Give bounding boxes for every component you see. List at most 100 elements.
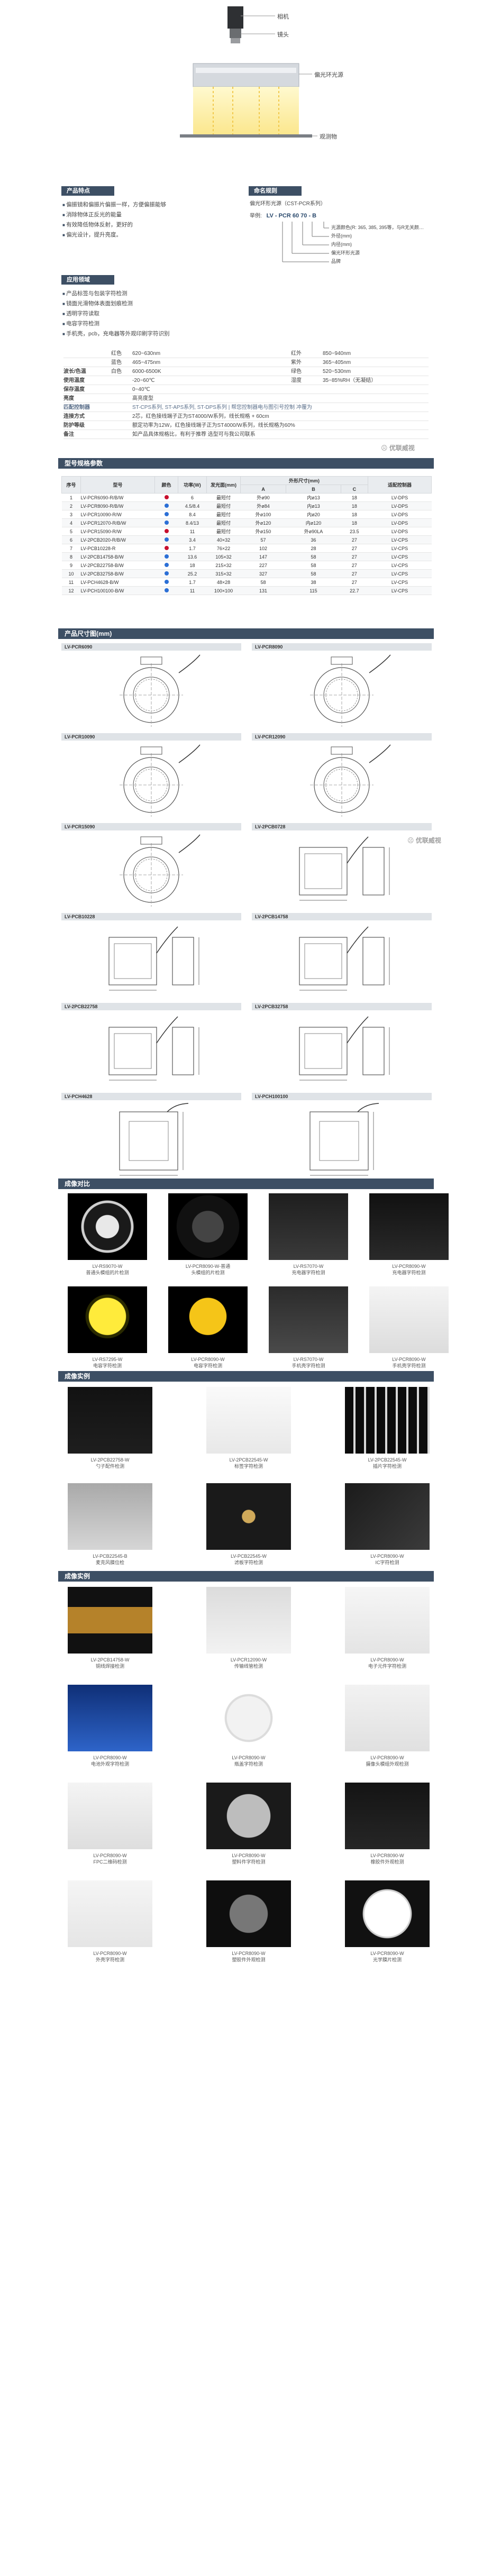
dim-drawing (108, 926, 199, 991)
ring-light (193, 63, 299, 87)
spec-cell: -20~60℃ (132, 378, 155, 383)
table-cell: 外ø90 (240, 493, 286, 502)
spec-cell: 连接方式 (63, 414, 85, 419)
col-header: 型号 (80, 476, 155, 494)
caption-line: 电池外观字符检测 (90, 1761, 129, 1767)
table-cell: 100×100 (206, 586, 241, 595)
table-cell: LV-CPS (368, 535, 432, 544)
col-header: 颜色 (154, 476, 178, 494)
table-cell: 27 (341, 578, 368, 587)
table-cell: LV-PCR6090-R/B/W (80, 493, 155, 502)
table-cell: 13.6 (178, 552, 207, 561)
table-cell: LV-PCR10090-R/W (80, 510, 155, 519)
color-dot-icon (164, 571, 169, 576)
spec-cell: ST-CPS系列, ST-APS系列, ST-DPS系列 | 帮您控制器电与图引… (132, 405, 312, 410)
caption-line: LV-PCR8090-W (93, 1853, 127, 1858)
dim-title: LV-2PCB32758 (252, 1003, 432, 1010)
dims-bar: 产品尺寸图(mm) (58, 628, 434, 639)
table-cell: LV-PCH4628-B/W (80, 578, 155, 587)
table-cell: LV-PCR8090-R/B/W (80, 501, 155, 510)
table-cell: 27 (341, 552, 368, 561)
naming-part: 偏光环形光源 (331, 250, 360, 255)
table-cell: 2 (61, 501, 81, 510)
color-dot-icon (164, 503, 169, 508)
table-cell: LV-DPS (368, 527, 432, 536)
table-cell: 外ø90LA (286, 527, 341, 536)
color-dot-icon (164, 579, 169, 584)
table-cell: 18 (178, 561, 207, 570)
sample-image (345, 1685, 430, 1751)
table-cell: LV-2PCB2020-R/B/W (80, 535, 155, 544)
spec-cell: 防护等级 (63, 423, 85, 428)
caption-line: 光学膜片检测 (372, 1957, 402, 1962)
application-item: 电容字符检测 (62, 319, 274, 329)
spec-cell (63, 358, 111, 367)
table-cell: 58 (286, 561, 341, 570)
naming-title: 命名规则 (249, 186, 302, 196)
models-bar: 型号规格参数 (58, 458, 434, 469)
table-cell: LV-CPS (368, 552, 432, 561)
table-cell: 6 (178, 493, 207, 502)
table-cell: LV-CPS (368, 578, 432, 587)
table-cell: 18 (341, 510, 368, 519)
application-item: 透明字符读取 (62, 309, 274, 319)
table-cell: 315×32 (206, 569, 241, 578)
dim-title: LV-PCR6090 (61, 643, 241, 651)
table-cell: 3.4 (178, 535, 207, 544)
sample-image (345, 1783, 430, 1849)
table-cell: 18 (341, 493, 368, 502)
color-dot-icon (164, 511, 169, 516)
sample-image (68, 1880, 152, 1947)
features-title: 产品特点 (61, 186, 114, 196)
table-cell: 8.4 (178, 510, 207, 519)
naming-part: 光源颜色(R: 365, 385, 395等，与R无关颜色，光线与车波等方) (331, 225, 424, 230)
dim-title: LV-PCR10090 (61, 733, 241, 741)
sample-image (68, 1685, 152, 1751)
caption-line: LV-PCR8090-W (370, 1657, 404, 1662)
caption-line: LV-PCR12090-W (230, 1657, 267, 1662)
color-cell (154, 552, 178, 561)
spec-cell: 备注 (63, 432, 74, 437)
table-cell: 38 (286, 578, 341, 587)
spec-cell: 亮度 (63, 396, 74, 401)
setup-diagram: 相机 镜头 偏光环光源 观测物 (0, 0, 492, 182)
light-label: 偏光环光源 (314, 72, 343, 78)
color-dot-icon (164, 588, 169, 592)
caption-line: 勺子配件检测 (95, 1464, 124, 1469)
caption-line: 塑料件字符检测 (232, 1859, 266, 1865)
object-surface (180, 134, 312, 138)
caption-line: LV-PCR8090-W-普通 (185, 1264, 231, 1269)
caption-line: LV-2PCB22545-W (229, 1457, 268, 1463)
caption-line: LV-PCR8090-W (370, 1755, 404, 1760)
dim-title: LV-PCR12090 (252, 733, 432, 741)
dim-drawing (299, 836, 390, 901)
table-cell: 最短付 (206, 518, 241, 527)
table-cell: 11 (178, 527, 207, 536)
feature-item: 偏振镜和偏振片偏振一样，方便偏振能够 (62, 200, 237, 210)
dim-title: LV-PCH100100 (252, 1093, 432, 1100)
color-cell (154, 586, 178, 595)
caption-line: 橡胶件外观检测 (370, 1859, 404, 1865)
table-cell: 147 (240, 552, 286, 561)
dim-title: LV-PCB10228 (61, 913, 241, 920)
dim-drawing (299, 926, 390, 991)
table-cell: 内ø13 (286, 493, 341, 502)
